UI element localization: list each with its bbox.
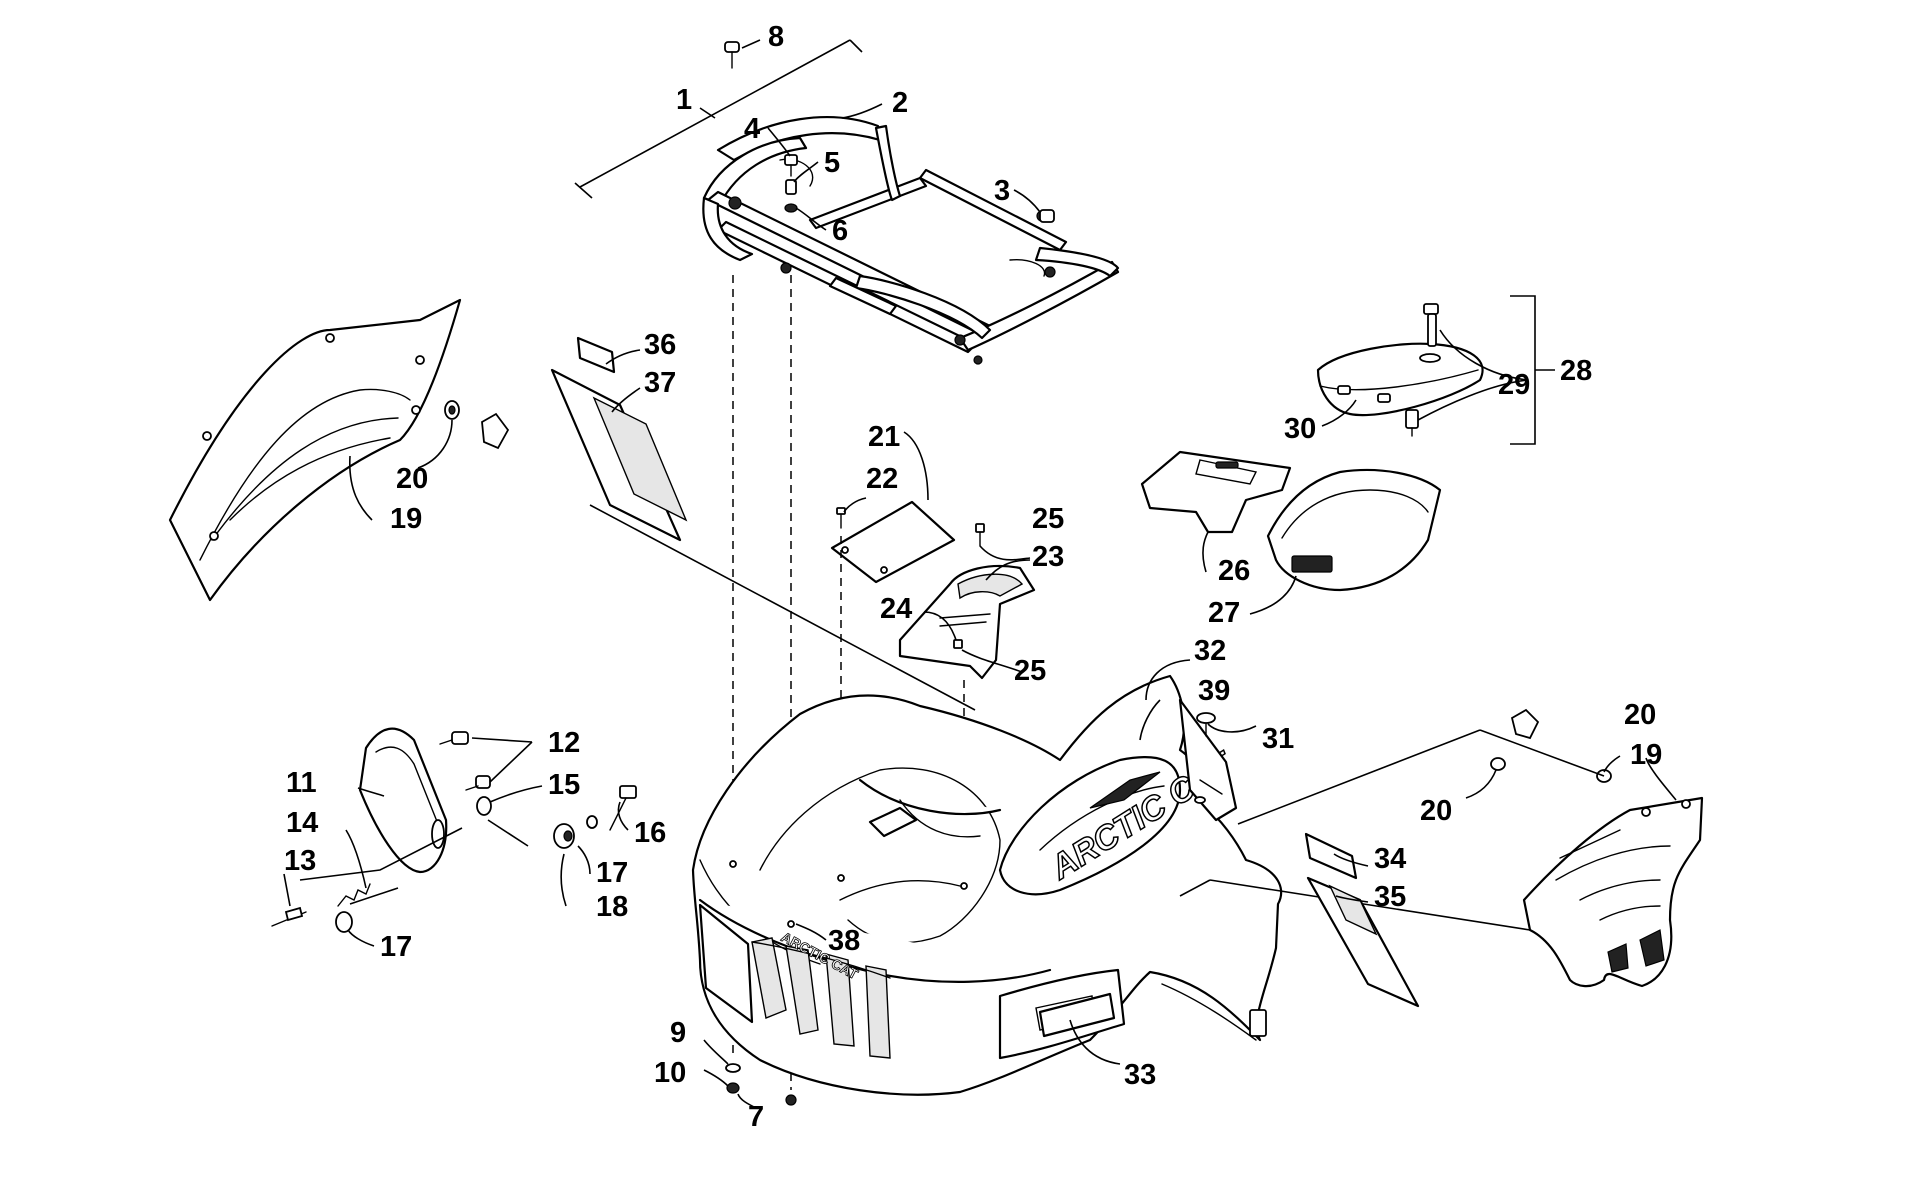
callout-19-left: 19 — [390, 503, 422, 535]
callout-33: 33 — [1124, 1059, 1156, 1091]
headlight-screw — [439, 731, 491, 791]
decal-small-upper — [576, 336, 616, 374]
callout-11: 11 — [286, 767, 317, 799]
callout-28: 28 — [1560, 355, 1592, 387]
callout-22: 22 — [866, 463, 898, 495]
rack-bolt — [724, 41, 740, 69]
storage-box — [1266, 468, 1442, 592]
decal-right-small — [1304, 832, 1358, 880]
callout-17-low: 17 — [380, 931, 412, 963]
console-screw-lower — [953, 639, 963, 649]
adjuster-washer — [335, 911, 353, 933]
callout-6: 6 — [832, 215, 848, 247]
side-decal — [1038, 992, 1116, 1038]
access-cover-plate — [830, 500, 956, 584]
callout-21: 21 — [868, 421, 900, 453]
front-rack-group-bracket — [574, 39, 863, 199]
headlight — [358, 727, 448, 874]
callout-3: 3 — [994, 175, 1010, 207]
callout-25-lower: 25 — [1014, 655, 1046, 687]
body-washer — [725, 1063, 741, 1073]
callout-24: 24 — [880, 593, 912, 625]
callout-16: 16 — [634, 817, 666, 849]
callout-19-right: 19 — [1630, 739, 1662, 771]
body-nut-lower — [785, 1094, 797, 1106]
front-rack — [702, 116, 1120, 365]
headlight-pivot — [476, 796, 492, 816]
callout-20-left: 20 — [396, 463, 428, 495]
callout-20-right-top: 20 — [1624, 699, 1656, 731]
callout-34: 34 — [1374, 843, 1406, 875]
callout-4: 4 — [744, 113, 760, 145]
adjuster-bolt — [586, 785, 637, 831]
callout-17-mid: 17 — [596, 857, 628, 889]
storage-lid-group-bracket — [1510, 295, 1555, 445]
callout-36: 36 — [644, 329, 676, 361]
body-push-rivet — [1196, 712, 1216, 737]
callout-35: 35 — [1374, 881, 1406, 913]
callout-12: 12 — [548, 727, 580, 759]
console-panel — [898, 564, 1036, 680]
callout-32: 32 — [1194, 635, 1226, 667]
lid-latch — [1405, 303, 1439, 437]
storage-lid — [1316, 342, 1484, 417]
rack-spacer — [785, 179, 797, 195]
callout-15: 15 — [548, 769, 580, 801]
callout-leaders — [283, 39, 1677, 1109]
callout-25-upper: 25 — [1032, 503, 1064, 535]
rack-screw — [784, 154, 798, 177]
rack-nut — [784, 203, 798, 213]
callout-5: 5 — [824, 147, 840, 179]
storage-cover — [1140, 450, 1292, 534]
body-nut — [726, 1082, 740, 1094]
callout-30: 30 — [1284, 413, 1316, 445]
callout-8: 8 — [768, 21, 784, 53]
front-fender-body: ARCTIC CAT — [691, 674, 1283, 1096]
callout-37: 37 — [644, 367, 676, 399]
headlight-grommet — [553, 823, 575, 849]
callout-39: 39 — [1198, 675, 1230, 707]
callout-1: 1 — [676, 84, 692, 116]
adjuster-spring — [337, 883, 371, 907]
callout-10: 10 — [654, 1057, 686, 1089]
adjuster-screw — [271, 906, 307, 927]
callout-labels: 1 2 3 4 5 6 7 8 9 10 11 12 13 14 15 16 1… — [284, 21, 1662, 1133]
callout-23: 23 — [1032, 541, 1064, 573]
left-panel-grommet — [444, 400, 510, 450]
console-screw-upper — [975, 523, 985, 547]
rack-nut-right — [1039, 209, 1055, 223]
left-side-panel — [168, 298, 462, 602]
callout-20-right-mid: 20 — [1420, 795, 1452, 827]
callout-2: 2 — [892, 87, 908, 119]
callout-14: 14 — [286, 807, 318, 839]
right-side-panel — [1522, 796, 1704, 988]
callout-31: 31 — [1262, 723, 1294, 755]
callout-29: 29 — [1498, 369, 1530, 401]
callout-27: 27 — [1208, 597, 1240, 629]
callout-9: 9 — [670, 1017, 686, 1049]
front-grille — [751, 937, 891, 1059]
callout-13: 13 — [284, 845, 316, 877]
callout-7: 7 — [748, 1101, 764, 1133]
right-panel-grommet — [1490, 708, 1612, 783]
callout-38: 38 — [828, 925, 860, 957]
callout-18: 18 — [596, 891, 628, 923]
decal-large — [550, 368, 688, 542]
callout-26: 26 — [1218, 555, 1250, 587]
